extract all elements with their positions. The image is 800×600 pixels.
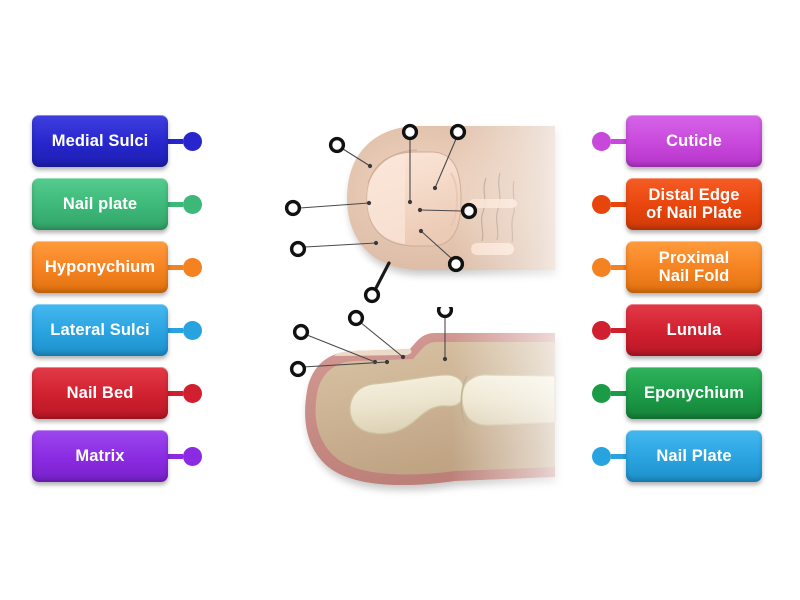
- connector-stem: [611, 201, 626, 207]
- callout-marker[interactable]: [284, 199, 302, 217]
- callout-marker[interactable]: [447, 255, 465, 273]
- connector-knob[interactable]: [592, 194, 611, 214]
- distal-phalanx-bone: [349, 374, 465, 435]
- connector-knob[interactable]: [183, 383, 202, 403]
- left-label-column: Medial Sulci Nail plate Hyponychium: [0, 0, 220, 600]
- label-text: Cuticle: [666, 131, 722, 150]
- proximal-fold-edge: [367, 149, 418, 184]
- fingertip-top-view: [284, 113, 595, 305]
- nail-anatomy-illustration: [255, 95, 595, 500]
- connector-eponychium: [592, 367, 626, 419]
- label-text: Nail plate: [62, 194, 138, 213]
- connector-knob[interactable]: [592, 383, 611, 403]
- label-text: Hyponychium: [44, 257, 156, 276]
- label-item-nail-bed[interactable]: Nail Bed: [32, 367, 202, 419]
- label-item-nail-plate-left[interactable]: Nail plate: [32, 178, 202, 230]
- label-pill-lunula[interactable]: Lunula: [626, 304, 762, 356]
- label-pill-matrix[interactable]: Matrix: [32, 430, 168, 482]
- connector-nail-plate-left: [168, 178, 202, 230]
- connector-matrix: [168, 430, 202, 482]
- callout-marker[interactable]: [401, 123, 419, 141]
- label-item-cuticle[interactable]: Cuticle: [592, 115, 762, 167]
- connector-stem: [168, 138, 183, 144]
- callout-marker[interactable]: [460, 202, 478, 220]
- image-fade-overlay: [451, 307, 595, 500]
- connector-knob[interactable]: [592, 320, 611, 340]
- connector-stem: [168, 201, 183, 207]
- callout-marker[interactable]: [292, 323, 310, 341]
- label-item-lunula[interactable]: Lunula: [592, 304, 762, 356]
- label-pill-nail-plate-right[interactable]: Nail Plate: [626, 430, 762, 482]
- label-text: Lateral Sulci: [50, 320, 150, 339]
- label-item-hyponychium[interactable]: Hyponychium: [32, 241, 202, 293]
- connector-knob[interactable]: [592, 446, 611, 466]
- callout-marker[interactable]: [449, 123, 467, 141]
- label-text: Eponychium: [643, 383, 744, 402]
- top-view-leaders: [299, 138, 463, 292]
- callout-marker[interactable]: [436, 304, 454, 319]
- connector-knob[interactable]: [183, 446, 202, 466]
- connector-proximal-nail-fold: [592, 241, 626, 293]
- connector-stem: [611, 327, 626, 333]
- finger-cross-section-view: [289, 304, 595, 500]
- top-view-markers: [284, 123, 478, 304]
- connector-nail-plate-right: [592, 430, 626, 482]
- connector-cuticle: [592, 115, 626, 167]
- connector-medial-sulci: [168, 115, 202, 167]
- connector-stem: [168, 327, 183, 333]
- label-item-lateral-sulci[interactable]: Lateral Sulci: [32, 304, 202, 356]
- label-pill-nail-plate-left[interactable]: Nail plate: [32, 178, 168, 230]
- callout-marker[interactable]: [347, 309, 365, 327]
- connector-distal-edge: [592, 178, 626, 230]
- connector-stem: [611, 264, 626, 270]
- connector-lateral-sulci: [168, 304, 202, 356]
- label-item-eponychium[interactable]: Eponychium: [592, 367, 762, 419]
- connector-stem: [611, 390, 626, 396]
- callout-marker[interactable]: [289, 240, 307, 258]
- label-pill-lateral-sulci[interactable]: Lateral Sulci: [32, 304, 168, 356]
- label-pill-medial-sulci[interactable]: Medial Sulci: [32, 115, 168, 167]
- label-pill-hyponychium[interactable]: Hyponychium: [32, 241, 168, 293]
- connector-knob[interactable]: [592, 131, 611, 151]
- label-item-medial-sulci[interactable]: Medial Sulci: [32, 115, 202, 167]
- label-text: Lunula: [666, 320, 722, 339]
- connector-nail-bed: [168, 367, 202, 419]
- lunula-shape: [367, 154, 405, 244]
- connector-stem: [611, 138, 626, 144]
- cross-section-markers: [289, 304, 454, 378]
- label-text: Nail Bed: [66, 383, 134, 402]
- connector-stem: [168, 264, 183, 270]
- cross-section-leaders: [302, 317, 448, 368]
- label-pill-eponychium[interactable]: Eponychium: [626, 367, 762, 419]
- callout-marker[interactable]: [328, 136, 346, 154]
- connector-knob[interactable]: [183, 131, 202, 151]
- connector-stem: [168, 453, 183, 459]
- connector-knob[interactable]: [592, 257, 611, 277]
- label-item-nail-plate-right[interactable]: Nail Plate: [592, 430, 762, 482]
- connector-stem: [611, 453, 626, 459]
- callout-marker[interactable]: [289, 360, 307, 378]
- connector-knob[interactable]: [183, 320, 202, 340]
- connector-knob[interactable]: [183, 257, 202, 277]
- connector-hyponychium: [168, 241, 202, 293]
- label-text: Nail Plate: [656, 446, 732, 465]
- label-text: Medial Sulci: [51, 131, 149, 150]
- label-pill-nail-bed[interactable]: Nail Bed: [32, 367, 168, 419]
- label-item-matrix[interactable]: Matrix: [32, 430, 202, 482]
- label-pill-cuticle[interactable]: Cuticle: [626, 115, 762, 167]
- label-text: Matrix: [75, 446, 125, 465]
- callout-marker[interactable]: [363, 286, 381, 304]
- cross-section-nail-plate: [334, 349, 412, 356]
- connector-lunula: [592, 304, 626, 356]
- connector-stem: [168, 390, 183, 396]
- connector-knob[interactable]: [183, 194, 202, 214]
